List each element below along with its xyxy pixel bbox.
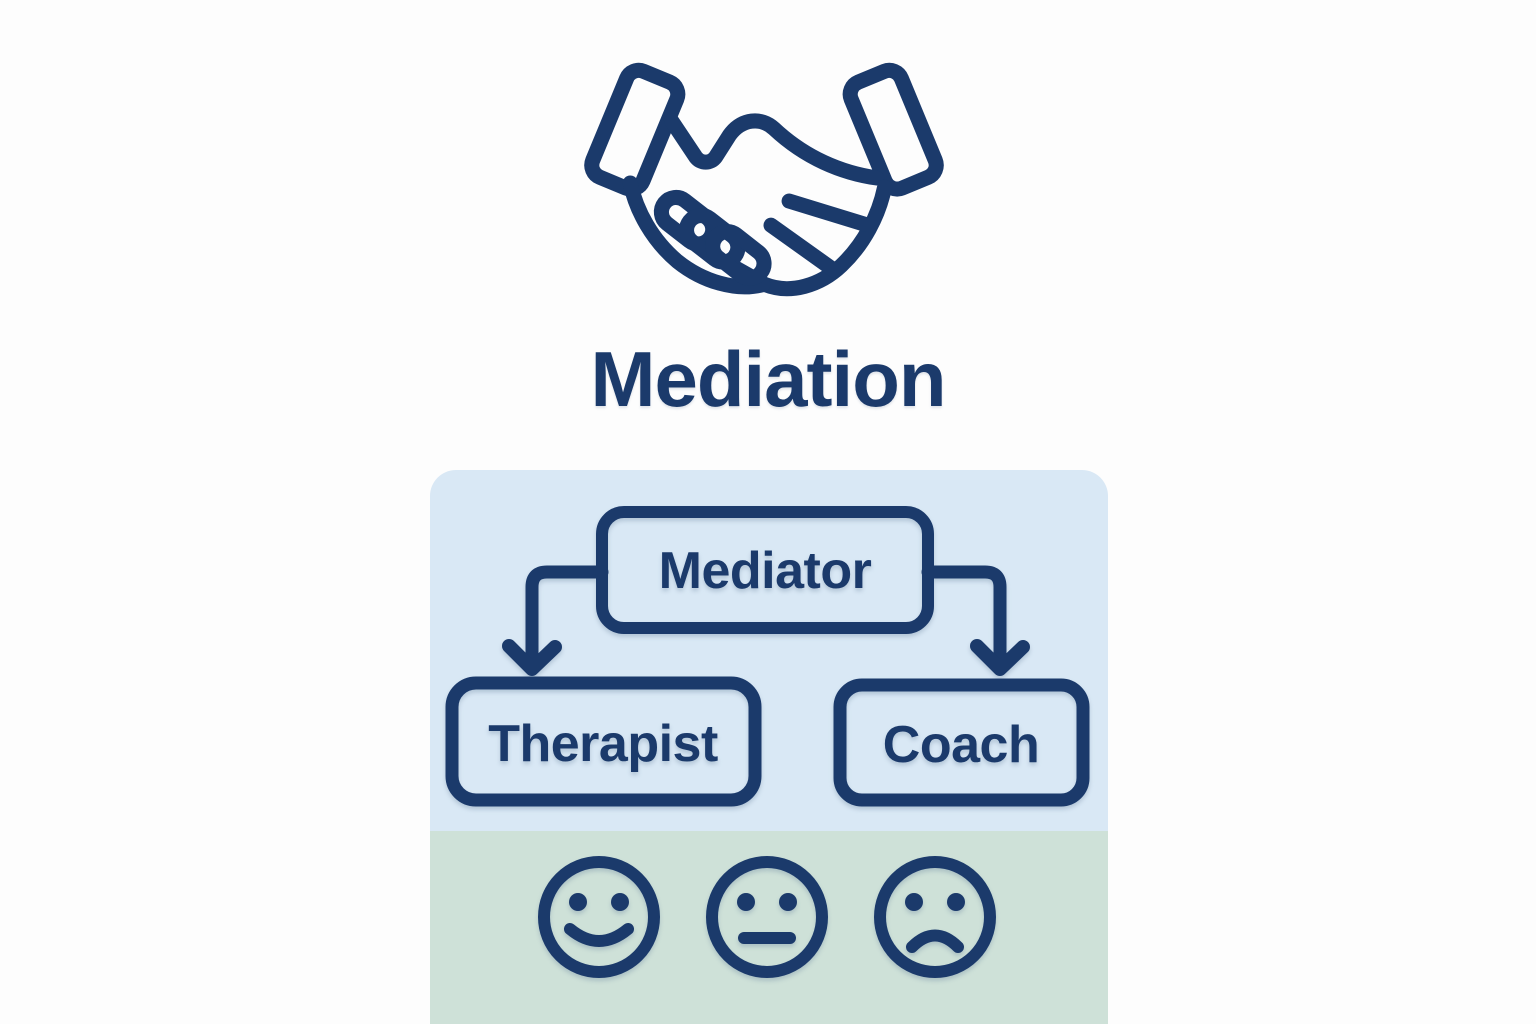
left-cuff [584, 62, 686, 197]
hand-top-edge [663, 113, 885, 186]
handshake-icon [584, 62, 944, 297]
page-title: Mediation [590, 335, 947, 423]
hand-bottom-edge [725, 179, 893, 297]
diagram-card: Mediator Therapist [430, 470, 1108, 1024]
finger-line [763, 217, 842, 279]
down-arrow-left-icon [502, 565, 609, 676]
right-cuff [842, 62, 944, 197]
flowchart-panel: Mediator Therapist [430, 470, 1108, 831]
happy-face-icon [538, 856, 660, 978]
node-coach: Coach [833, 678, 1090, 807]
neutral-face-icon [706, 856, 828, 978]
mood-faces [538, 856, 996, 978]
sad-face-icon [874, 856, 996, 978]
mediator-label: Mediator [659, 542, 872, 600]
therapist-box [445, 676, 762, 807]
palm-edge [622, 175, 771, 295]
finger-line [781, 193, 873, 232]
coach-box [833, 678, 1090, 807]
flowchart: Mediator Therapist [445, 506, 1090, 807]
node-therapist: Therapist [445, 676, 762, 807]
coach-label: Coach [883, 716, 1039, 774]
down-arrow-right-icon [921, 565, 1030, 676]
knuckle [705, 224, 772, 286]
therapist-label: Therapist [488, 715, 718, 773]
faces-panel [430, 831, 1108, 1024]
node-mediator: Mediator [596, 506, 934, 634]
